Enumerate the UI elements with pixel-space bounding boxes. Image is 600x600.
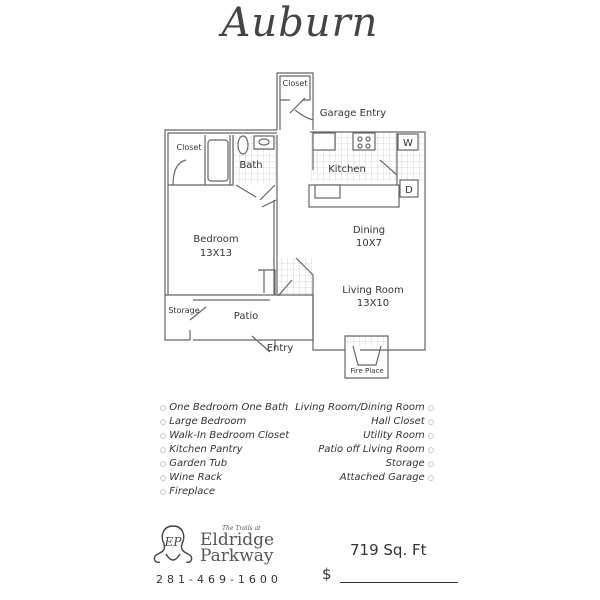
bath-walls <box>168 135 234 186</box>
closet-door-swing <box>172 159 187 186</box>
pantry <box>258 269 276 295</box>
feature-text: One Bedroom One Bath <box>169 402 289 413</box>
feature-item: ○ One Bedroom One Bath <box>160 401 289 415</box>
feature-item: ○ Fireplace <box>160 485 289 499</box>
dollar-sign: $ <box>322 565 332 583</box>
bullet-icon: ○ <box>427 474 434 482</box>
sink-basin-icon <box>258 138 270 146</box>
bullet-icon: ○ <box>160 446 167 454</box>
feature-text: Kitchen Pantry <box>169 444 243 455</box>
feature-item: ○ Walk-In Bedroom Closet <box>160 429 289 443</box>
feature-text: Attached Garage <box>339 472 425 483</box>
feature-item: ○ Kitchen Pantry <box>160 443 289 457</box>
bullet-icon: ○ <box>160 432 167 440</box>
firebox <box>352 345 382 366</box>
feature-item: Attached Garage ○ <box>295 471 434 485</box>
bed-closet-label: Closet <box>177 143 202 152</box>
phone-number: 281-469-1600 <box>156 573 282 586</box>
burner-icon <box>365 143 371 149</box>
feature-item: Living Room/Dining Room ○ <box>295 401 434 415</box>
bullet-icon: ○ <box>427 418 434 426</box>
monogram-text: EP <box>164 535 183 549</box>
living-label: Living Room <box>342 285 403 296</box>
feature-item: ○ Garden Tub <box>160 457 289 471</box>
bedroom-label: Bedroom <box>193 234 238 245</box>
bath-doors <box>235 184 277 208</box>
burner-icon <box>357 136 363 142</box>
storage-label: Storage <box>168 306 199 315</box>
washer-box <box>397 133 419 151</box>
feature-item: Utility Room ○ <box>295 429 434 443</box>
features-right: Living Room/Dining Room ○Hall Closet ○Ut… <box>295 401 434 485</box>
entry-door-2 <box>277 257 314 297</box>
patio-walls <box>164 294 314 341</box>
bullet-icon: ○ <box>427 432 434 440</box>
feature-text: Utility Room <box>363 430 425 441</box>
feature-text: Living Room/Dining Room <box>295 402 425 413</box>
toilet-icon <box>237 135 249 155</box>
dryer-box <box>399 179 419 198</box>
dining-size: 10X7 <box>356 238 382 249</box>
garage-closet-door <box>280 97 310 114</box>
stove-icon <box>352 132 376 151</box>
bullet-icon: ○ <box>160 418 167 426</box>
feature-text: Wine Rack <box>169 472 222 483</box>
bedroom-outer-walls <box>164 129 277 295</box>
bullet-icon: ○ <box>160 404 167 412</box>
bathtub-icon <box>207 139 229 182</box>
living-size: 13X10 <box>357 298 389 309</box>
feature-text: Storage <box>385 458 425 469</box>
kitchen-sink-icon <box>314 184 341 199</box>
fireplace-label: Fire Place <box>350 367 383 375</box>
price-field: $ <box>322 565 458 583</box>
bedroom-size: 13X13 <box>200 248 232 259</box>
hall-wall <box>273 135 278 295</box>
hearth-tile <box>345 336 388 346</box>
bath-label: Bath <box>239 160 262 171</box>
feature-item: Hall Closet ○ <box>295 415 434 429</box>
feature-text: Fireplace <box>169 486 215 497</box>
garage-door-swing <box>294 109 314 121</box>
feature-text: Garden Tub <box>169 458 228 469</box>
garage-hall-walls <box>276 72 314 130</box>
feature-item: Storage ○ <box>295 457 434 471</box>
patio-label: Patio <box>234 311 259 322</box>
feature-text: Hall Closet <box>371 416 425 427</box>
storage-door <box>189 306 207 340</box>
feature-item: ○ Wine Rack <box>160 471 289 485</box>
feature-text: Patio off Living Room <box>318 444 425 455</box>
feature-text: Large Bedroom <box>169 416 247 427</box>
garage-entry-label: Garage Entry <box>320 108 386 119</box>
price-blank-line <box>339 568 458 583</box>
entry-label: Entry <box>267 343 294 354</box>
brand-line2: Parkway <box>200 546 274 566</box>
brand-line1: Eldridge <box>200 530 275 550</box>
bullet-icon: ○ <box>427 446 434 454</box>
kitchen-label: Kitchen <box>328 164 366 175</box>
monogram-logo: EP <box>153 525 193 564</box>
feature-item: Patio off Living Room ○ <box>295 443 434 457</box>
plan-title: Auburn <box>221 0 379 46</box>
dryer-label: D <box>405 185 413 196</box>
feature-item: ○ Large Bedroom <box>160 415 289 429</box>
washer-label: W <box>403 138 413 149</box>
feature-text: Walk-In Bedroom Closet <box>169 430 290 441</box>
bullet-icon: ○ <box>427 460 434 468</box>
brand-name: The Trails at Eldridge Parkway <box>200 525 275 566</box>
dining-label: Dining <box>353 225 385 236</box>
square-footage: 719 Sq. Ft <box>350 541 427 559</box>
bullet-icon: ○ <box>160 474 167 482</box>
fireplace-box <box>344 335 389 379</box>
burner-icon <box>365 136 371 142</box>
fridge-icon <box>312 132 336 151</box>
bullet-icon: ○ <box>160 460 167 468</box>
brand-prefix: The Trails at <box>222 525 261 532</box>
bullet-icon: ○ <box>427 404 434 412</box>
entry-door <box>251 335 276 353</box>
bullet-icon: ○ <box>160 488 167 496</box>
features-left: ○ One Bedroom One Bath○ Large Bedroom○ W… <box>160 401 289 499</box>
burner-icon <box>357 143 363 149</box>
garage-closet-label: Closet <box>283 79 308 88</box>
